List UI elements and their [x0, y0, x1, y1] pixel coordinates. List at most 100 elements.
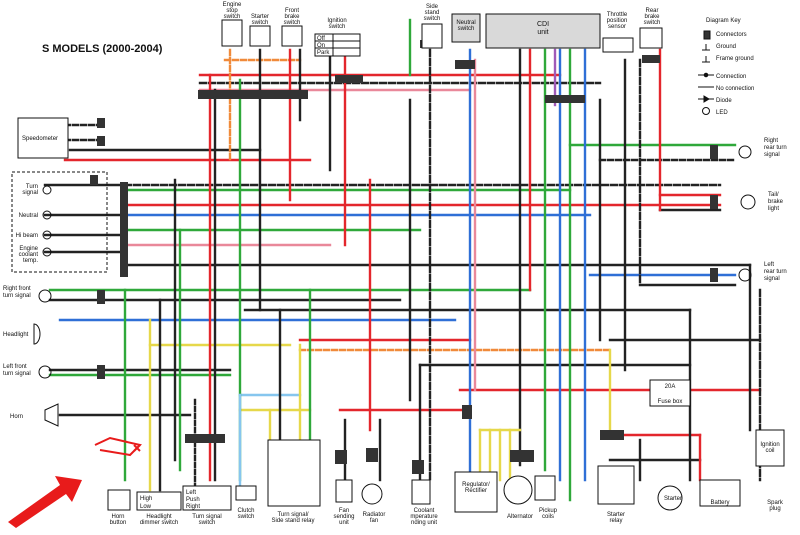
- harness-connector: [198, 90, 308, 99]
- wire-layer: [43, 18, 762, 502]
- headlight-label: Headlight: [3, 332, 29, 338]
- harness-connector: [412, 460, 424, 474]
- red-arrow: [8, 476, 82, 528]
- harness-connector: [335, 75, 363, 83]
- ignition-coil: [755, 429, 785, 467]
- coolant-sender: [411, 479, 431, 505]
- fuse-box: [649, 379, 691, 407]
- hi-beam-lamp: [42, 230, 52, 240]
- harness-connector: [185, 434, 225, 443]
- components: [11, 11, 793, 513]
- alternator-label: Alternator: [507, 514, 533, 520]
- legend-item: Connectors: [716, 32, 747, 38]
- harness-connector: [366, 448, 378, 462]
- starter-switch: [249, 25, 271, 47]
- diagram-title: S MODELS (2000-2004): [42, 43, 163, 55]
- speedometer-label: Speedometer: [22, 136, 58, 142]
- dim-high: High: [140, 496, 152, 502]
- harness-connector: [710, 268, 718, 282]
- pickup-coils: [534, 475, 556, 501]
- harness-connector: [120, 182, 128, 277]
- headlight-dimmer-switch: [136, 491, 182, 511]
- legend-title: Diagram Key: [706, 18, 741, 24]
- connector-symbol: [703, 30, 711, 40]
- harness-connector: [455, 60, 475, 69]
- horn-button: [107, 489, 131, 511]
- right-front-signal-bulb: [38, 289, 52, 303]
- starter-label: Starter: [664, 496, 682, 502]
- neutral-ind-label: Neutral: [19, 213, 38, 219]
- legend-box: [679, 11, 793, 125]
- legend-item: Frame ground: [716, 56, 754, 62]
- harness-connector: [90, 175, 98, 185]
- clutch-switch: [235, 485, 257, 501]
- side-stand-switch: [421, 23, 443, 49]
- horn-shape: [44, 403, 59, 427]
- turn-signal-switch: [182, 485, 232, 511]
- legend-item: LED: [716, 110, 728, 116]
- headlight-shape: [33, 323, 41, 345]
- fan-sending-unit: [335, 479, 353, 503]
- harness-connector: [642, 55, 660, 63]
- led-symbol: [702, 107, 710, 115]
- battery: [699, 479, 741, 507]
- legend-item: Diode: [716, 98, 732, 104]
- legend-symbols: [698, 30, 714, 115]
- turn-relay-label: Turn signal/Side stand relay: [271, 512, 314, 524]
- rear-brake-switch: [639, 27, 663, 49]
- harness-connector: [335, 450, 347, 464]
- diode-symbol: [703, 95, 710, 103]
- ignition-park: Park: [317, 50, 330, 56]
- dim-low: Low: [140, 504, 152, 510]
- cdi-unit: [485, 13, 601, 49]
- turn-signal-relay: [267, 439, 321, 507]
- harness-connector: [545, 95, 585, 103]
- fuse-rating: 20A: [665, 384, 676, 390]
- turn-signal-lamp: [42, 185, 52, 195]
- harness-connector: [97, 365, 105, 379]
- left-front-signal-bulb: [38, 365, 52, 379]
- connection-dot: [703, 72, 709, 78]
- hi-beam-label: Hi beam: [16, 233, 38, 239]
- ts-left: Left: [186, 490, 196, 496]
- ignition-on: On: [317, 43, 325, 49]
- tail-brake-bulb: [740, 194, 756, 210]
- right-rear-signal-bulb: [738, 145, 752, 159]
- red-sketch-x: [133, 444, 141, 452]
- ignition-switch: [314, 33, 361, 57]
- neutral-switch: [451, 13, 481, 43]
- ignition-off: Off: [317, 36, 325, 42]
- horn-label: Horn: [10, 414, 23, 420]
- harness-connector: [710, 195, 718, 209]
- legend-item: Ground: [716, 44, 736, 50]
- battery-label: Battery: [710, 500, 729, 506]
